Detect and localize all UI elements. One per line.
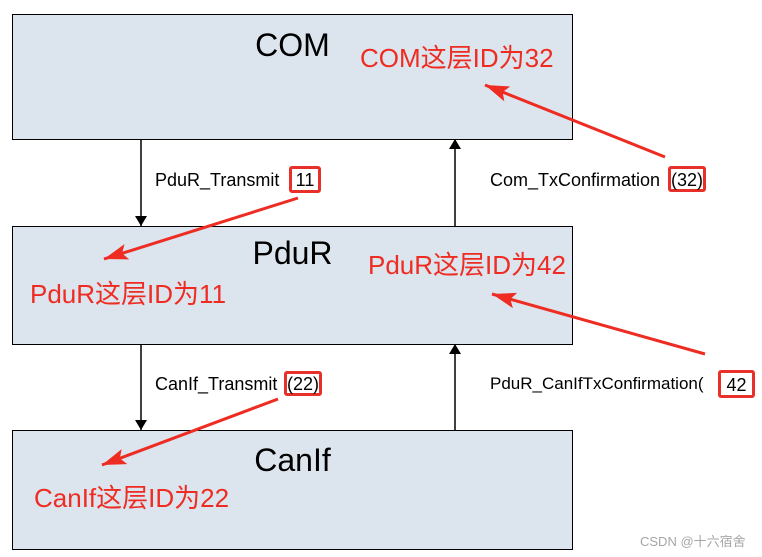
pdur-canif-txconfirmation-label: PduR_CanIfTxConfirmation(	[490, 374, 704, 393]
pdur-id-42-annotation: PduR这层ID为42	[368, 250, 566, 280]
canif-id-annotation: CanIf这层ID为22	[34, 483, 230, 513]
com-txconfirmation-label: Com_TxConfirmation	[490, 170, 661, 190]
canif-transmit-id-highlight: (22)	[284, 371, 322, 396]
canif-transmit-label: CanIf_Transmit	[155, 374, 278, 394]
com-id-annotation: COM这层ID为32	[360, 43, 554, 73]
com-layer-box: COM	[12, 14, 573, 140]
com-layer-title: COM	[255, 27, 330, 63]
pdur-transmit-label: PduR_Transmit	[155, 170, 280, 190]
pdur-canif-txconfirmation-id-highlight: 42	[718, 370, 755, 398]
pdur-id-11-annotation: PduR这层ID为11	[30, 279, 227, 309]
canif-layer-title: CanIf	[254, 442, 331, 478]
watermark: CSDN @十六宿舍	[640, 534, 746, 549]
pdur-transmit-id-highlight: 11	[289, 166, 321, 193]
com-txconfirmation-id-highlight: (32)	[668, 166, 706, 192]
canif-layer-box: CanIf	[12, 430, 573, 550]
